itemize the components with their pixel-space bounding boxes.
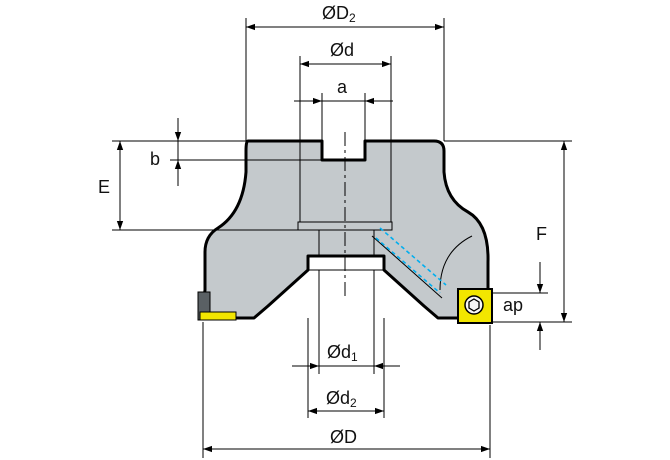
insert-screw-icon (464, 295, 484, 315)
dimension-labels: ØD2 Ød a b E F ap Ød1 Ød2 ØD (98, 3, 547, 447)
cutter-body (197, 132, 493, 324)
cutting-insert (457, 288, 493, 324)
label-D: ØD (330, 427, 357, 447)
label-a: a (337, 77, 348, 97)
left-insert (197, 291, 237, 321)
internal-section-lines (297, 141, 473, 318)
label-d2: Ød2 (326, 388, 357, 410)
label-b: b (150, 149, 160, 169)
label-d1: Ød1 (327, 342, 358, 364)
dimension-lines (112, 18, 572, 458)
coolant-channel (375, 227, 447, 294)
label-E: E (98, 177, 110, 197)
label-ap: ap (503, 295, 523, 315)
label-D2: ØD2 (322, 3, 356, 25)
label-d: Ød (330, 40, 354, 60)
label-F: F (536, 224, 547, 244)
